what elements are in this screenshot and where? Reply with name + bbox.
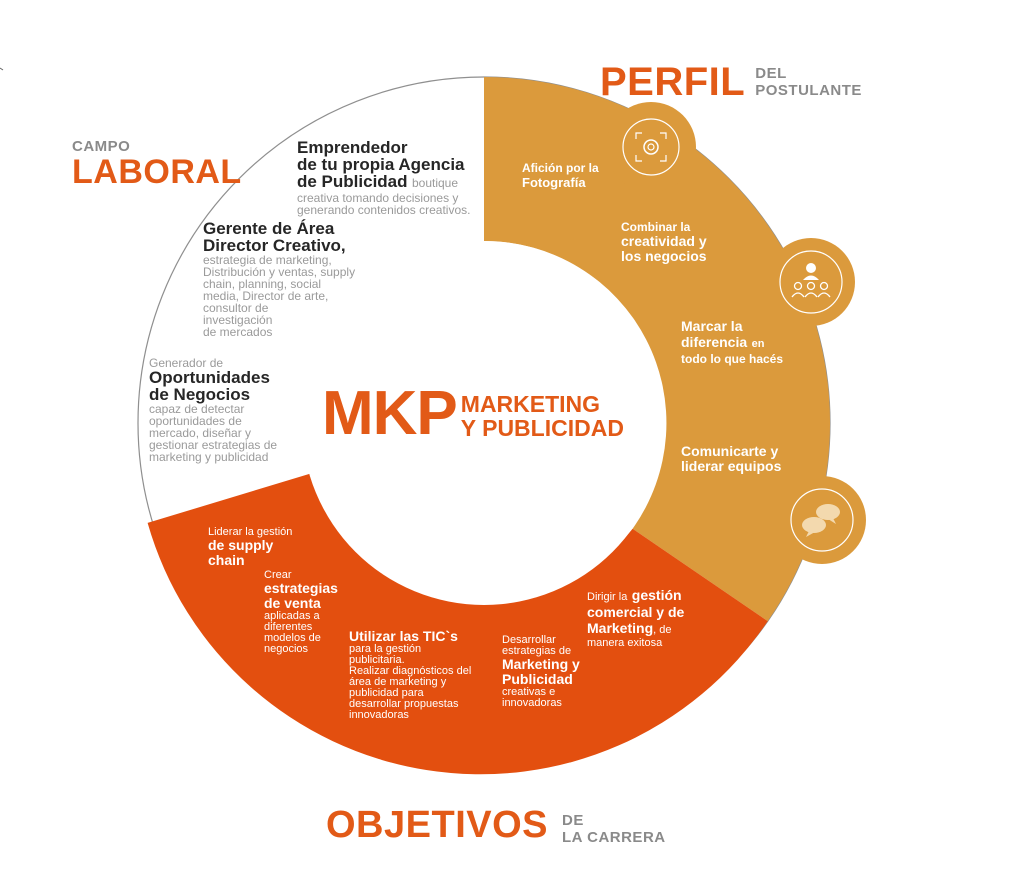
objetivos-item-tics: Utilizar las TIC`s para la gestión publi… [349,628,472,721]
perfil-item-creatividad: Combinar la creatividad y los negocios [621,220,707,264]
camera-icon [622,118,680,176]
perfil-header: PERFIL DEL POSTULANTE [600,62,862,102]
campo-item-gerente: Gerente de Área Director Creativo, estra… [203,219,356,339]
team-icon-circle [767,238,855,326]
objetivos-title: OBJETIVOS [326,804,548,846]
perfil-subtitle-2: POSTULANTE [755,82,862,99]
camera-icon-circle [606,102,696,192]
team-icon [779,250,843,314]
campo-header: CAMPO LABORAL [72,138,242,189]
campo-item-emprendedor: Emprendedor de tu propia Agencia de Publ… [297,138,471,217]
perfil-title: PERFIL [600,60,746,104]
campo-subtitle: CAMPO [72,138,131,155]
perfil-segment [484,77,831,622]
center-line-2: Y PUBLICIDAD [460,415,624,441]
objetivos-item-gestion-comercial: Dirigir la gestión comercial y de Market… [587,587,685,649]
objetivos-item-estrategias-venta: Crear estrategias de venta aplicadas a d… [264,569,338,655]
center-circle [302,241,666,605]
perfil-item-fotografia: Afición por la Fotografía [522,161,599,190]
objetivos-item-marketing-publicidad: Desarrollar estrategias de Marketing y P… [502,634,580,709]
center-line-1: MARKETING [460,391,601,417]
center-logo: MKP MARKETING Y PUBLICIDAD [322,379,624,448]
objetivos-subtitle-2: LA CARRERA [562,829,666,846]
perfil-item-comunicarte: Comunicarte y liderar equipos [681,443,782,474]
chat-icon [790,488,854,552]
campo-item-generador: Generador de Oportunidades de Negocios c… [149,356,278,464]
chat-icon-circle [778,476,866,564]
objetivos-header: OBJETIVOS DE LA CARRERA [326,806,666,846]
campo-title: LABORAL [72,153,242,191]
objetivos-item-supply: Liderar la gestión de supply chain [208,526,293,568]
objetivos-subtitle-1: DE [562,812,584,829]
perfil-subtitle-1: DEL [755,65,787,82]
objetivos-segment [147,471,768,775]
perfil-item-diferencia: Marcar la diferencia en todo lo que hacé… [681,318,784,367]
center-mkp: MKP [322,379,458,448]
